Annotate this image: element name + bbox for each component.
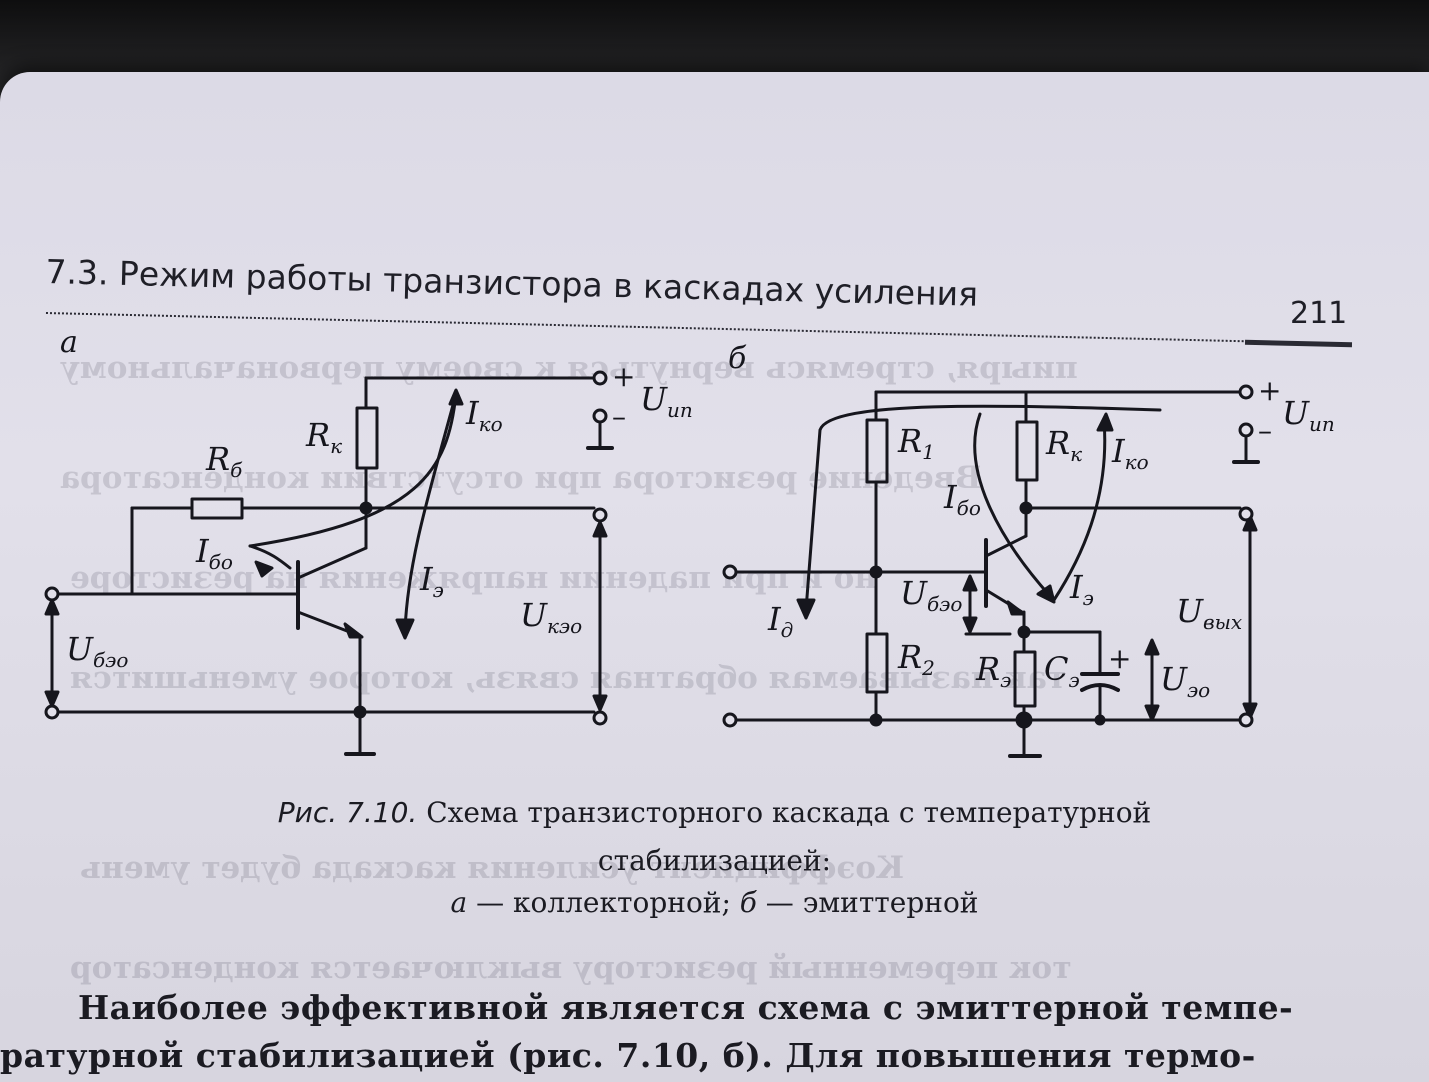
page-number: 211 xyxy=(1290,296,1348,331)
minus-sign-b: – xyxy=(1258,414,1272,447)
label-ibo: Iбо xyxy=(195,532,233,574)
capacitor-plus-sign: + xyxy=(1108,642,1131,675)
plus-sign-b: + xyxy=(1258,374,1281,407)
resistor-rk-a xyxy=(355,406,379,470)
label-re: Rэ xyxy=(975,650,1011,692)
figure-caption-line1: Рис. 7.10. Схема транзисторного каскада … xyxy=(0,796,1429,829)
circuit-b xyxy=(722,384,1260,758)
label-ibo-b: Iбо xyxy=(943,478,981,520)
label-r1: R1 xyxy=(897,422,935,464)
resistor-rk-b xyxy=(1015,420,1039,482)
label-ubeo-b: Uбэо xyxy=(900,574,962,616)
body-paragraph-line1: Наиболее эффективной является схема с эм… xyxy=(78,988,1294,1027)
label-rk: Rк xyxy=(305,416,342,458)
figure-caption-line2: стабилизацией: xyxy=(597,844,832,877)
resistor-r1-b xyxy=(865,418,889,484)
label-uip-a: Uип xyxy=(640,380,693,422)
resistor-rb-a xyxy=(190,497,244,520)
label-ce: Cэ xyxy=(1044,650,1080,692)
caption-letter-a: а xyxy=(450,886,468,919)
label-ukeo: Uкэо xyxy=(520,596,582,638)
label-ubeo-a: Uбэо xyxy=(66,630,128,672)
label-iko-b: Iко xyxy=(1111,432,1149,474)
resistor-re-b xyxy=(1013,650,1037,708)
caption-text: Схема транзисторного каскада с температу… xyxy=(426,796,1152,829)
caption-text-a: — коллекторной; xyxy=(467,886,740,919)
label-ie: Iэ xyxy=(419,560,444,602)
label-ueo: Uэо xyxy=(1160,660,1210,702)
plus-sign-a: + xyxy=(612,360,635,393)
panel-a-letter: а xyxy=(60,325,78,360)
body-paragraph-line2: ратурной стабилизацией (рис. 7.10, б). Д… xyxy=(0,1036,1256,1075)
figure-label: Рис. 7.10. xyxy=(277,796,418,829)
book-page xyxy=(0,72,1429,1082)
label-rk-b: Rк xyxy=(1045,424,1082,466)
circuit-a xyxy=(44,370,614,756)
label-rb: Rб xyxy=(205,440,243,482)
label-uip-b: Uип xyxy=(1282,394,1335,436)
label-ie-b: Iэ xyxy=(1069,568,1094,610)
caption-text-b: — эмиттерной xyxy=(756,886,979,919)
minus-sign-a: – xyxy=(612,400,626,433)
figure-caption-line3: а — коллекторной; б — эмиттерной xyxy=(0,886,1429,919)
label-id: Iд xyxy=(767,600,793,642)
label-uvyh: Uвых xyxy=(1176,592,1242,634)
label-r2: R2 xyxy=(897,638,935,680)
resistor-r2-b xyxy=(865,632,889,694)
label-iko: Iко xyxy=(465,394,503,436)
caption-letter-b: б xyxy=(739,886,757,919)
panel-b-letter: б xyxy=(728,341,747,376)
